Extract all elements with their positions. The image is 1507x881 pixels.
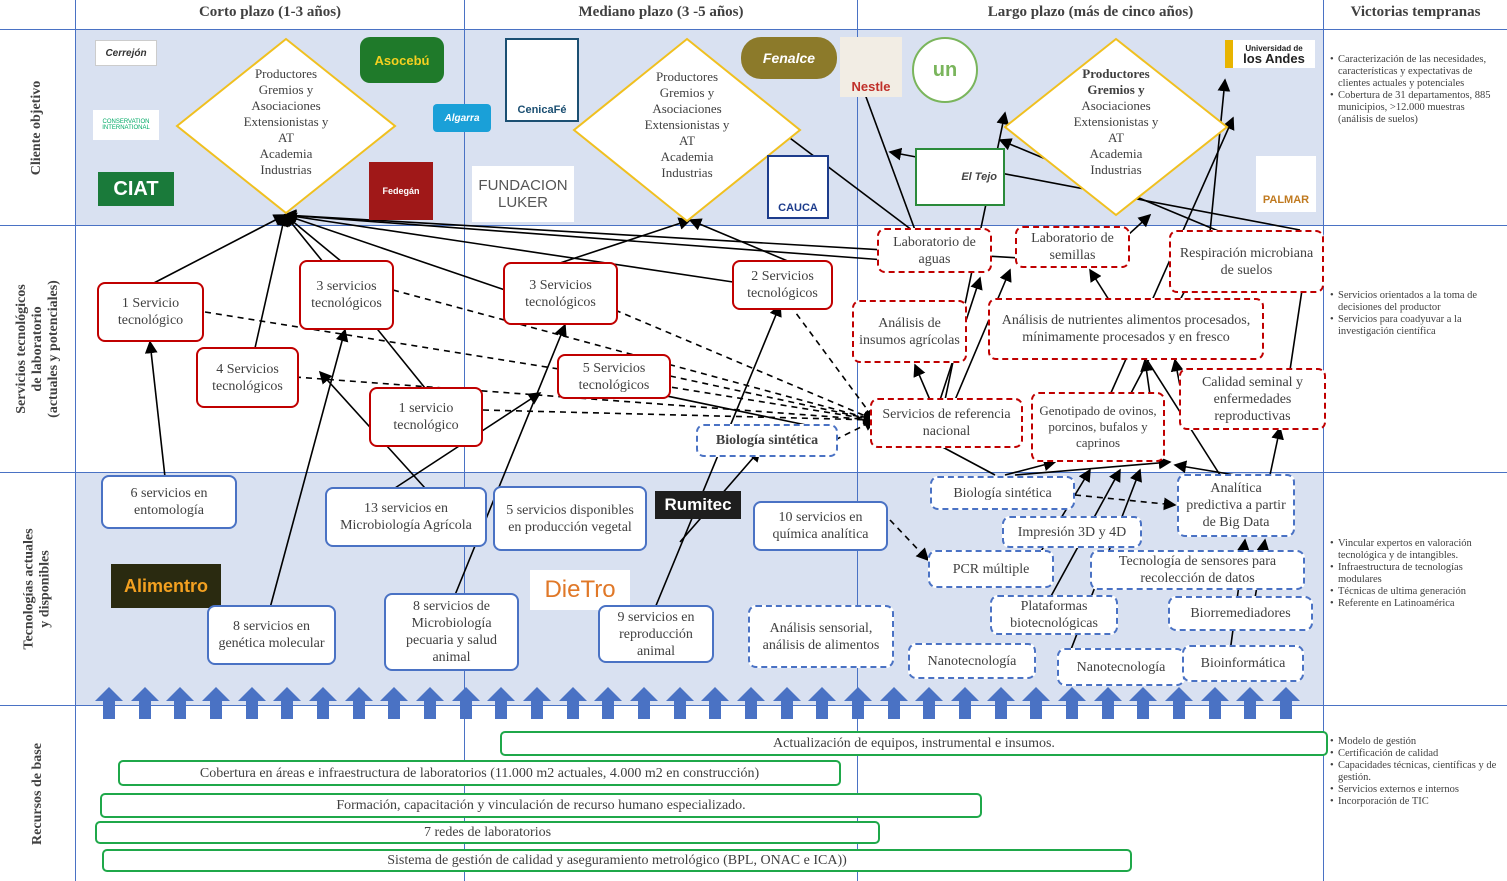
logo-conservation: CONSERVATION INTERNATIONAL — [93, 110, 159, 140]
wins-base: Modelo de gestiónCertificación de calida… — [1330, 736, 1502, 808]
service-box-respiracion[interactable]: Respiración microbiana de suelos — [1169, 230, 1324, 293]
service-box-nutrientes[interactable]: Análisis de nutrientes alimentos procesa… — [988, 298, 1264, 360]
tech-box-quimica[interactable]: 10 servicios en química analítica — [753, 501, 888, 551]
client-diamond-long — [1003, 37, 1229, 217]
tech-box-micro-pecuaria[interactable]: 8 servicios de Microbiología pecuaria y … — [384, 593, 519, 671]
service-box-biologia[interactable]: Biología sintética — [696, 424, 838, 457]
tech-box-impresion[interactable]: Impresión 3D y 4D — [1002, 516, 1142, 548]
column-header-short: Corto plazo (1-3 años) — [198, 4, 342, 20]
service-box-1[interactable]: 1 Servicio tecnológico — [97, 282, 204, 342]
service-box-5[interactable]: 5 Servicios tecnológicos — [557, 354, 671, 399]
service-box-3b[interactable]: 3 Servicios tecnológicos — [503, 262, 618, 325]
tech-box-micro-agricola[interactable]: 13 servicios en Microbiología Agrícola — [325, 487, 487, 547]
service-box-2[interactable]: 2 Servicios tecnológicos — [732, 260, 833, 310]
logo-rumitec: Rumitec — [655, 491, 741, 519]
base-formacion[interactable]: Formación, capacitación y vinculación de… — [100, 793, 982, 818]
base-sistema[interactable]: Sistema de gestión de calidad y aseguram… — [102, 849, 1132, 872]
base-cobertura[interactable]: Cobertura en áreas e infraestructura de … — [118, 760, 841, 786]
tech-box-genetica[interactable]: 8 servicios en genética molecular — [207, 605, 336, 665]
service-box-insumos[interactable]: Análisis de insumos agrícolas — [852, 300, 967, 363]
base-equipos[interactable]: Actualización de equipos, instrumental e… — [500, 731, 1328, 756]
tech-box-vegetal[interactable]: 5 servicios disponibles en producción ve… — [493, 486, 647, 551]
client-diamond-medium — [572, 37, 802, 223]
base-redes[interactable]: 7 redes de laboratorios — [95, 821, 880, 844]
service-box-genotipado[interactable]: Genotipado de ovinos, porcinos, bufalos … — [1031, 392, 1165, 462]
tech-box-nano-2[interactable]: Nanotecnología — [1057, 648, 1185, 686]
logo-eltejo: El Tejo — [915, 148, 1005, 206]
tech-box-plataformas[interactable]: Plataformas biotecnológicas — [990, 595, 1118, 635]
logo-un: un — [912, 37, 978, 103]
tech-box-sensorial[interactable]: Análisis sensorial, análisis de alimento… — [748, 605, 894, 668]
grid-line — [0, 472, 1507, 473]
grid-line — [857, 0, 858, 881]
service-box-1b[interactable]: 1 servicio tecnológico — [369, 387, 483, 447]
tech-box-biorremediadores[interactable]: Biorremediadores — [1168, 596, 1313, 631]
tech-box-pcr[interactable]: PCR múltiple — [928, 550, 1054, 588]
service-box-lab-semillas[interactable]: Laboratorio de semillas — [1015, 226, 1130, 268]
grid-line — [0, 225, 1507, 226]
tech-box-analitica[interactable]: Analítica predictiva a partir de Big Dat… — [1177, 474, 1295, 537]
tech-box-reproduccion[interactable]: 9 servicios en reproducción animal — [598, 605, 714, 663]
grid-line — [1323, 0, 1324, 881]
tech-box-sensores[interactable]: Tecnología de sensores para recolección … — [1090, 550, 1305, 590]
logo-palmar: PALMAR — [1256, 156, 1316, 212]
service-box-3a[interactable]: 3 servicios tecnológicos — [299, 260, 394, 330]
service-box-seminal[interactable]: Calidad seminal y enfermedades reproduct… — [1179, 368, 1326, 430]
logo-alimentro: Alimentro — [111, 564, 221, 608]
tech-box-bioinformatica[interactable]: Bioinformática — [1182, 645, 1304, 682]
logo-fenalce: Fenalce — [741, 37, 837, 79]
tech-box-entomologia[interactable]: 6 servicios en entomología — [101, 475, 237, 529]
column-header-wins: Victorias tempranas — [1350, 4, 1481, 20]
logo-cauca: CAUCA — [767, 155, 829, 219]
wins-tech: Vincular expertos en valoración tecnológ… — [1330, 538, 1502, 610]
column-header-long: Largo plazo (más de cinco años) — [987, 4, 1194, 20]
wins-services: Servicios orientados a la toma de decisi… — [1330, 290, 1502, 338]
grid-line — [75, 0, 76, 881]
wins-client: Caracterización de las necesidades, cara… — [1330, 54, 1502, 126]
grid-line — [0, 29, 1507, 30]
logo-asocebu: Asocebú — [360, 37, 444, 83]
column-header-medium: Mediano plazo (3 -5 años) — [578, 4, 744, 20]
logo-algarra: Algarra — [433, 104, 491, 132]
logo-cerrejon: Cerrejón — [95, 40, 157, 66]
client-diamond-short — [175, 37, 397, 215]
logo-fedegan: Fedegán — [369, 162, 433, 220]
logo-luker: FUNDACION LUKER — [472, 166, 574, 222]
logo-nestle: Nestle — [840, 37, 902, 97]
service-box-referencia[interactable]: Servicios de referencia nacional — [870, 398, 1023, 448]
logo-ciat: CIAT — [98, 172, 174, 206]
service-box-4[interactable]: 4 Servicios tecnológicos — [196, 347, 299, 408]
tech-box-nano-1[interactable]: Nanotecnología — [908, 643, 1036, 679]
service-box-lab-aguas[interactable]: Laboratorio de aguas — [877, 228, 992, 273]
logo-dietro: DieTro — [530, 570, 630, 610]
logo-cenicafe: CenicaFé — [505, 38, 579, 122]
up-arrows-row — [95, 687, 1300, 719]
tech-box-biologia[interactable]: Biología sintética — [930, 476, 1075, 510]
